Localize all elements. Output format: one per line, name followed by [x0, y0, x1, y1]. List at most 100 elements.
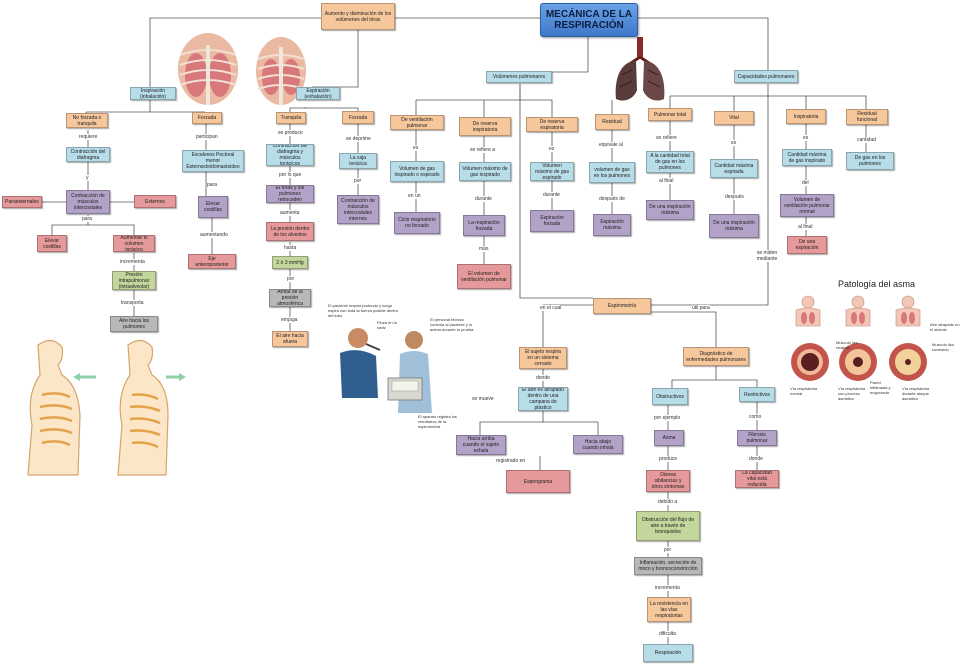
node-reserva-insp: De reserva inspiratoria: [459, 117, 511, 136]
label-incrementa-1: incrementa: [120, 259, 145, 265]
node-aire-afuera: El aire hacia afuera: [272, 331, 308, 347]
node-mmhg: 2 ó 3 mmHg: [272, 256, 308, 269]
node-contraccion-diafragma: Contracción del diafragma: [66, 147, 110, 162]
node-volumen-max-esp: Volumen máximo de gas espirado: [530, 162, 574, 181]
label-al-final-1: al final: [659, 178, 674, 184]
node-diagnostico: Diagnóstico de enfermedades pulmonares: [683, 347, 749, 366]
label-se-miden-mediante: se miden mediante: [754, 250, 780, 262]
breathing-bodies-illustration: [18, 335, 188, 480]
label-al-final-2: al final: [798, 224, 813, 230]
asthma-label-musculo-contraido: Músculo liso contraído: [932, 342, 955, 352]
label-es-2: es: [549, 146, 555, 152]
node-vol-vent-normal: Volumen de ventilación pulmonar normal: [780, 194, 834, 217]
asthma-label-musculo-relajado: Músculo liso relajado: [836, 340, 859, 350]
node-aire-atrapado: El aire es atrapado dentro de una campan…: [518, 387, 568, 411]
node-caja-toracica: La caja torácica: [339, 153, 377, 169]
node-espiracion: Espiración (exhalación): [296, 87, 340, 100]
node-forzada-2: Forzada: [342, 111, 374, 124]
node-torax-retroceden: El tórax y los pulmones retroceden: [266, 185, 314, 203]
node-espirograma: Espirograma: [506, 470, 570, 493]
node-presion-alveolos: La presión dentro de los alveolos: [266, 222, 314, 241]
node-pulmonar-total: Pulmonar total: [648, 108, 692, 121]
node-espirometria: Espirometría: [593, 298, 651, 314]
node-una-espiracion: De una espiración: [787, 236, 827, 254]
node-reserva-esp: De reserva espiratoria: [526, 117, 578, 132]
label-por-2: por: [354, 178, 362, 184]
label-despues: después: [725, 194, 744, 200]
node-espiracion-forzada: Espiración forzada: [530, 210, 574, 232]
node-volumenes: Volúmenes pulmonares: [486, 71, 552, 83]
node-eje: Eje anteroposterior: [188, 254, 236, 269]
inspiration-torso-image: [170, 25, 246, 107]
label-util-para: útil para: [692, 305, 710, 311]
label-se-refiere-a: se refiere a: [470, 147, 496, 153]
label-dificulta: dificulta: [659, 631, 676, 637]
label-aumenta: aumenta: [280, 210, 300, 216]
node-contraccion-intercostales: Contracción de músculos intercostales: [66, 190, 110, 214]
node-cantidad-max-espirada: Cantidad máxima espirada: [710, 159, 758, 178]
node-hacia-arriba: Hacia arriba cuando el sujeto exhala: [456, 435, 506, 455]
node-elevar-costillas-1: Elevar costillas: [37, 235, 67, 252]
node-forzada-1: Forzada: [192, 112, 222, 124]
node-vent-pulmonar: De ventilación pulmonar: [390, 115, 444, 130]
label-mas: más: [479, 246, 489, 252]
node-vol-vent-pulm: El volumen de ventilación pulmonar: [457, 264, 511, 289]
label-incrementa-2: incrementa: [655, 585, 680, 591]
node-volumen-gas-pulmones: volumen de gas en los pulmones: [589, 162, 635, 183]
asthma-label-pared: Pared inflamada y engrosada: [870, 380, 891, 395]
label-hasta: hasta: [284, 245, 297, 251]
label-es-3: es: [731, 140, 737, 146]
label-se-refiere: se refiere: [656, 135, 677, 141]
node-capacidad-vital-reducida: La capacidad vital está reducida: [735, 470, 779, 488]
label-por-3: por: [664, 547, 672, 553]
asthma-label-aire-atrapado: Aire atrapado en el alvéolo: [930, 322, 960, 332]
node-capacidades: Capacidades pulmonares: [734, 70, 798, 83]
node-disnea: Disnea sibilancias y otros síntomas: [646, 470, 690, 492]
node-paraesternales: Paraesternales: [2, 196, 42, 208]
label-donde-2: donde: [749, 456, 763, 462]
node-no-forzada: No forzada o tranquila: [66, 113, 108, 128]
node-sujeto-respira: El sujeto respira en un sistema cerrado: [519, 347, 567, 369]
label-registrado-en: registrado en: [496, 458, 526, 464]
map-title: MECÁNICA DE LA RESPIRACIÓN: [540, 3, 638, 37]
node-cantidad-max-gas-insp: Cantidad máxima de gas inspirado: [782, 149, 832, 166]
node-obstruccion: Obstrucción del flujo de aire a través d…: [636, 511, 700, 541]
label-como: como: [749, 414, 762, 420]
node-tranquila: Tranquila: [276, 112, 306, 124]
label-es-1: es: [413, 145, 419, 151]
node-espiracion-maxima-1: Espiración máxima: [593, 214, 631, 236]
spiro-label-aparato: El aparato registra los resultados de la…: [418, 414, 457, 429]
node-gas-pulmones: De gas en los pulmones: [846, 152, 894, 170]
label-del: del: [802, 180, 809, 186]
node-inspiracion-maxima-2: De una inspiración máxima: [709, 214, 759, 238]
asthma-label-via-normal: Vía respiratoria normal: [790, 386, 818, 396]
label-es-4: es: [803, 135, 809, 141]
node-resistencia: La resistencia en las vías respiratorias: [647, 597, 691, 622]
asthma-title: Patología del asma: [838, 279, 916, 289]
asthma-label-via-asmatico: Vía respiratoria con proceso asmático: [838, 386, 866, 401]
node-cantidad-total: A la cantidad total de gas en los pulmon…: [646, 151, 694, 173]
label-se-mueve: se mueve: [472, 396, 494, 402]
label-por-lo-que: por lo que: [279, 172, 302, 178]
spiro-label-pinza: Pinza en la nariz: [377, 320, 397, 330]
label-en-el-cual: en el cual: [540, 305, 562, 311]
label-requiere: requiere: [79, 134, 98, 140]
label-en-un: en un: [408, 193, 421, 199]
node-inspiracion-maxima-1: De una inspiración máxima: [646, 200, 694, 220]
expiration-torso-image: [250, 25, 312, 107]
node-fibrosis: Fibrosis pulmonar: [737, 430, 777, 446]
node-ciclo: Ciclo respiratorio no forzado: [394, 212, 440, 234]
label-por: por: [287, 276, 295, 282]
node-inspiratoria: Inspiratoria: [786, 109, 826, 124]
node-residual: Residual: [595, 114, 629, 130]
node-residual-funcional: Residual funcional: [846, 109, 888, 125]
label-para: para: [82, 216, 93, 222]
label-durante-1: durante: [475, 196, 492, 202]
node-aumentar-volumen: Aumentar el volumen torácico: [113, 235, 155, 252]
label-transporta: transporta: [121, 300, 144, 306]
label-se-produce: se produce: [278, 130, 303, 136]
label-debido-a: debido a: [658, 499, 678, 505]
node-externos: Externos: [134, 195, 176, 208]
node-aire-pulmones: Aire hacia los pulmones: [110, 316, 158, 332]
